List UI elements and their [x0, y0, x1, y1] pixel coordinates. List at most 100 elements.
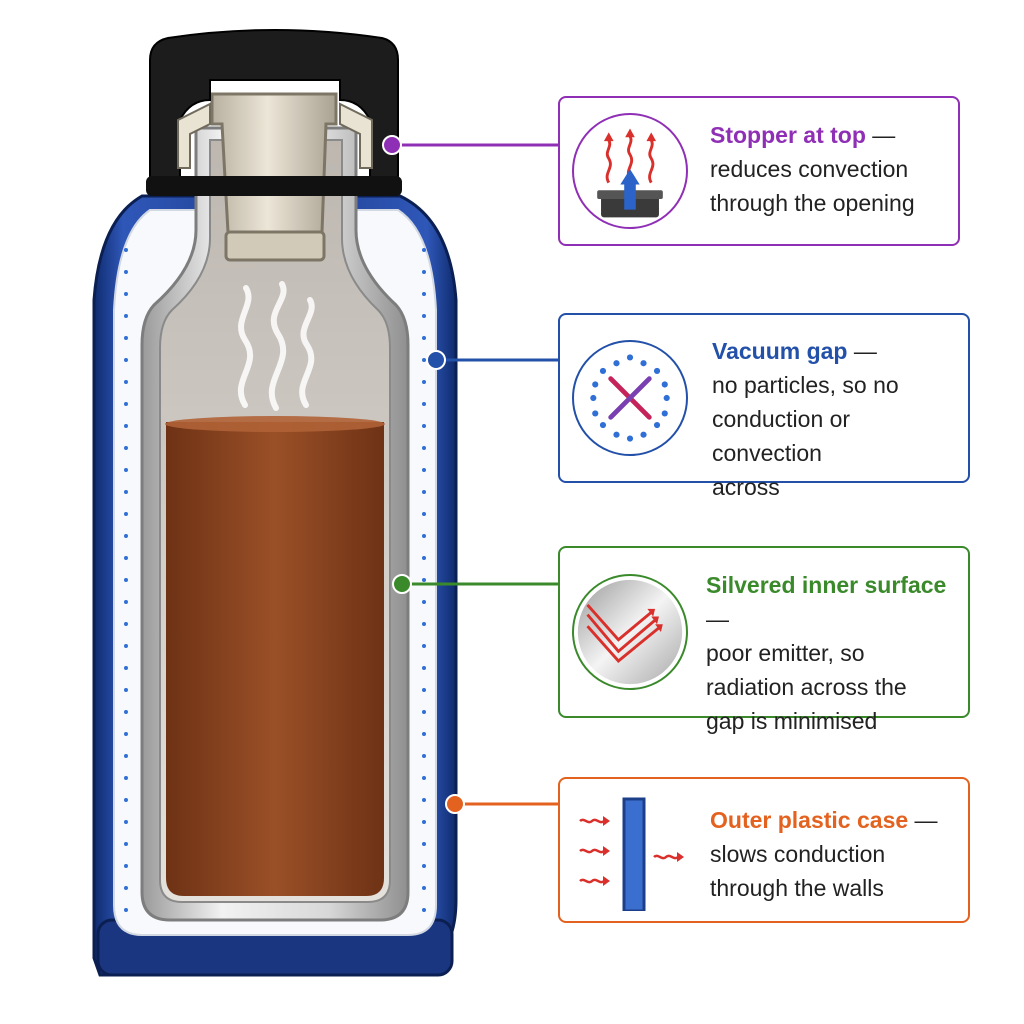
- vacuum-dot: [422, 556, 426, 560]
- vacuum-dot: [422, 534, 426, 538]
- vacuum-dot: [124, 754, 128, 758]
- vacuum-icon-dot: [599, 421, 607, 429]
- vacuum-dot: [124, 820, 128, 824]
- vacuum-dot: [124, 248, 128, 252]
- stopper-dash: —: [865, 122, 896, 148]
- callout-silvered: Silvered inner surface — poor emitter, s…: [558, 546, 970, 734]
- silvered-dash: —: [706, 606, 729, 632]
- vacuum-dot: [124, 358, 128, 362]
- vacuum-dot: [422, 820, 426, 824]
- stopper-collar: [224, 230, 326, 262]
- vacuum-icon-dot: [653, 367, 661, 375]
- vacuum-dot: [422, 600, 426, 604]
- vacuum-icon-dot: [590, 394, 597, 402]
- vacuum-dot: [124, 380, 128, 384]
- wall-heat-icon: [570, 793, 700, 911]
- vacuum-dot: [124, 710, 128, 714]
- vacuum-icon-dot: [599, 367, 607, 375]
- liquid-surface: [165, 416, 385, 432]
- stopper-title: Stopper at top: [710, 122, 866, 148]
- case-line2: through the walls: [710, 875, 884, 901]
- callout-vacuum: Vacuum gap — no particles, so no conduct…: [558, 313, 970, 500]
- vacuum-dot: [124, 864, 128, 868]
- vacuum-dot: [422, 402, 426, 406]
- vacuum-dot: [124, 424, 128, 428]
- vacuum-dash: —: [847, 338, 877, 364]
- vacuum-dot: [422, 842, 426, 846]
- vacuum-icon-dot: [613, 360, 620, 367]
- vacuum-dot: [124, 842, 128, 846]
- vacuum-dot: [422, 688, 426, 692]
- vacuum-dot: [124, 446, 128, 450]
- leader-stopper: [382, 135, 558, 155]
- vacuum-icon-dot: [626, 435, 634, 442]
- vacuum-dot: [422, 776, 426, 780]
- vacuum-icon-dot: [626, 354, 634, 361]
- vacuum-dot: [124, 314, 128, 318]
- stopper-line1: reduces convection: [710, 156, 909, 182]
- stopper-line2: through the opening: [710, 190, 915, 216]
- vacuum-dot: [422, 644, 426, 648]
- vacuum-dot: [422, 512, 426, 516]
- vacuum-dot: [422, 908, 426, 912]
- vacuum-dot: [422, 314, 426, 318]
- vacuum-title: Vacuum gap: [712, 338, 848, 364]
- vacuum-dot: [422, 578, 426, 582]
- vacuum-dot: [422, 424, 426, 428]
- vacuum-icon-dot: [592, 410, 599, 417]
- vacuum-dots: [124, 248, 426, 912]
- vacuum-dot: [422, 754, 426, 758]
- vacuum-dot: [124, 776, 128, 780]
- rising-heat-icon: [572, 113, 688, 229]
- silvered-line2: radiation across the: [706, 674, 907, 700]
- vacuum-dot: [422, 380, 426, 384]
- vacuum-dot: [422, 710, 426, 714]
- vacuum-dot: [124, 336, 128, 340]
- vacuum-dot: [124, 886, 128, 890]
- vacuum-dot: [124, 292, 128, 296]
- cap-clip-left: [177, 102, 211, 169]
- vacuum-dot: [124, 688, 128, 692]
- vacuum-line2: conduction or convection: [712, 406, 851, 466]
- vacuum-dot: [422, 336, 426, 340]
- cap-clip-right: [339, 102, 373, 169]
- vacuum-dot: [422, 864, 426, 868]
- vacuum-dot: [422, 292, 426, 296]
- vacuum-dot: [422, 732, 426, 736]
- vacuum-dot: [422, 270, 426, 274]
- callout-stopper: Stopper at top — reduces convection thro…: [558, 96, 960, 246]
- vacuum-icon-dot: [640, 360, 647, 367]
- vacuum-dot: [124, 908, 128, 912]
- vacuum-dot: [422, 248, 426, 252]
- vacuum-dot: [422, 666, 426, 670]
- vacuum-dot: [422, 622, 426, 626]
- vacuum-dot: [124, 556, 128, 560]
- vacuum-dot: [124, 402, 128, 406]
- vacuum-dot: [422, 468, 426, 472]
- vacuum-dot: [124, 798, 128, 802]
- leader-silvered: [392, 574, 558, 594]
- silvered-title: Silvered inner surface: [706, 572, 947, 598]
- vacuum-icon-dot: [640, 431, 647, 438]
- vacuum-icon-dot: [663, 394, 670, 402]
- vacuum-dot: [124, 534, 128, 538]
- vacuum-line3: across: [712, 474, 780, 500]
- vacuum-icon-dot: [592, 381, 599, 388]
- vacuum-dot: [422, 798, 426, 802]
- vacuum-icon-dot: [613, 431, 620, 438]
- vacuum-dot: [422, 358, 426, 362]
- vacuum-dot: [422, 490, 426, 494]
- vacuum-dot: [124, 600, 128, 604]
- leader-case: [445, 794, 558, 814]
- vacuum-dot: [124, 622, 128, 626]
- case-title: Outer plastic case: [710, 807, 909, 833]
- case-line1: slows conduction: [710, 841, 886, 867]
- vacuum-dot: [422, 886, 426, 890]
- vacuum-dot: [124, 270, 128, 274]
- steam-icon: [237, 281, 315, 411]
- vacuum-dot: [124, 644, 128, 648]
- vacuum-dot: [124, 468, 128, 472]
- vacuum-icon-dot: [653, 421, 661, 429]
- no-particles-icon: [572, 340, 688, 456]
